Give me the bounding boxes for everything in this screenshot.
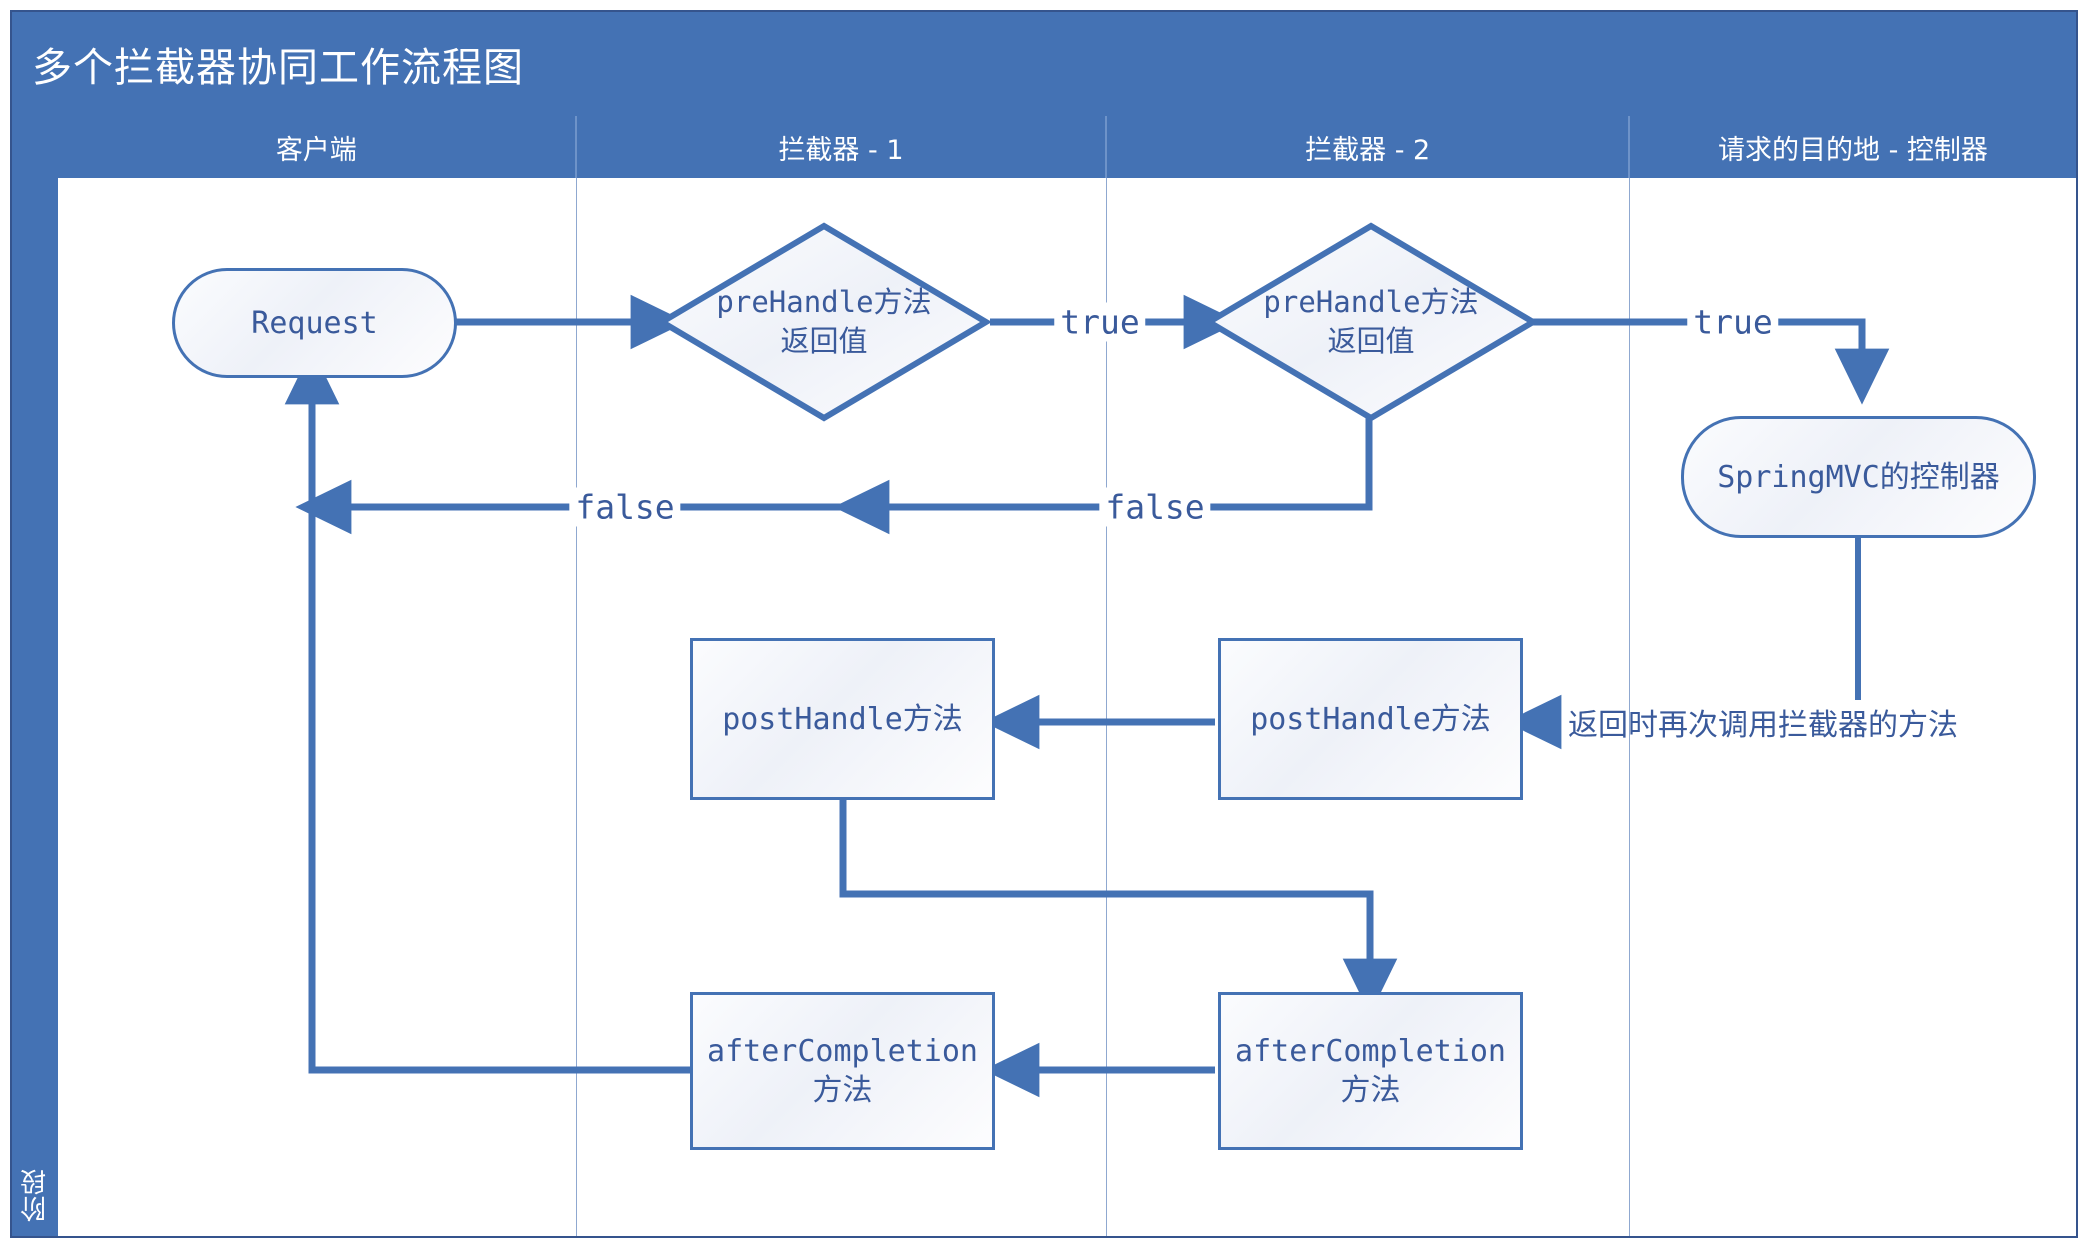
edge-label-true-1: true xyxy=(1054,302,1146,342)
node-prehandle-2-line2: 返回值 xyxy=(1327,324,1415,358)
edge-label-true-2: true xyxy=(1687,302,1779,342)
phase-band: 阶段 xyxy=(12,116,58,1236)
node-prehandle-1-label: preHandle方法 返回值 xyxy=(658,222,990,422)
node-posthandle-1-label: postHandle方法 xyxy=(722,701,963,737)
diamond-shape-icon xyxy=(1205,222,1537,422)
node-prehandle-1[interactable]: preHandle方法 返回值 xyxy=(658,222,990,422)
node-request[interactable]: Request xyxy=(172,268,457,378)
edge-label-false-1: false xyxy=(569,487,681,527)
lane-header-interceptor-2: 拦截器 - 2 xyxy=(1107,116,1630,178)
node-aftercompletion-2[interactable]: afterCompletion 方法 xyxy=(1218,992,1523,1150)
lane-header-client: 客户端 xyxy=(58,116,577,178)
node-aftercompletion-1-line1: afterCompletion xyxy=(707,1034,978,1069)
title-band: 多个拦截器协同工作流程图 xyxy=(12,12,2076,116)
lane-header-controller: 请求的目的地 - 控制器 xyxy=(1630,116,2076,178)
node-prehandle-1-line2: 返回值 xyxy=(780,324,868,358)
phase-label: 阶段 xyxy=(20,1168,51,1222)
lane-column-interceptor-1 xyxy=(577,178,1108,1236)
lane-header-interceptor-1: 拦截器 - 1 xyxy=(576,116,1108,178)
node-prehandle-2[interactable]: preHandle方法 返回值 xyxy=(1205,222,1537,422)
edge-label-false-2: false xyxy=(1099,487,1211,527)
node-aftercompletion-2-line1: afterCompletion xyxy=(1235,1034,1506,1069)
node-request-label: Request xyxy=(251,305,378,341)
node-springmvc-controller-label: SpringMVC的控制器 xyxy=(1717,459,2000,495)
page-title: 多个拦截器协同工作流程图 xyxy=(32,45,524,91)
node-springmvc-controller[interactable]: SpringMVC的控制器 xyxy=(1681,416,2036,538)
node-aftercompletion-2-line2: 方法 xyxy=(1340,1073,1401,1108)
node-posthandle-1[interactable]: postHandle方法 xyxy=(690,638,995,800)
node-posthandle-2-label: postHandle方法 xyxy=(1250,701,1491,737)
node-prehandle-1-line1: preHandle方法 xyxy=(716,284,932,319)
diamond-shape-icon xyxy=(658,222,990,422)
node-prehandle-2-label: preHandle方法 返回值 xyxy=(1205,222,1537,422)
annotation-return-note: 返回时再次调用拦截器的方法 xyxy=(1568,708,1958,743)
node-prehandle-2-line1: preHandle方法 xyxy=(1263,284,1479,319)
lane-header-row: 客户端 拦截器 - 1 拦截器 - 2 请求的目的地 - 控制器 xyxy=(58,116,2076,178)
node-aftercompletion-1-line2: 方法 xyxy=(812,1073,873,1108)
node-posthandle-2[interactable]: postHandle方法 xyxy=(1218,638,1523,800)
node-aftercompletion-1[interactable]: afterCompletion 方法 xyxy=(690,992,995,1150)
lane-column-interceptor-2 xyxy=(1107,178,1630,1236)
